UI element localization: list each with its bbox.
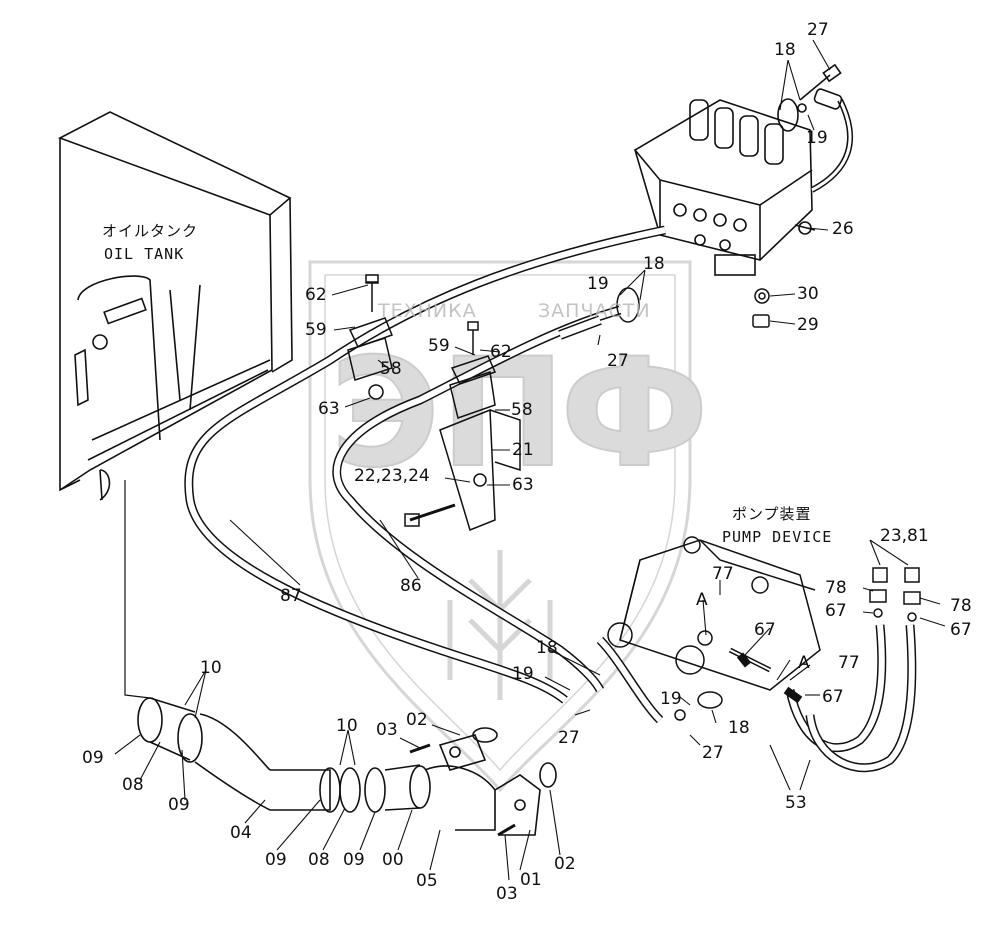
callout-59: 59 [305,320,327,340]
callout-58: 58 [511,400,533,420]
callout-77: 77 [838,653,860,673]
callout-59: 59 [428,336,450,356]
callout-78: 78 [825,578,847,598]
callout-58: 58 [380,359,402,379]
valve-fasteners [752,288,770,328]
callout-62: 62 [490,342,512,362]
callout-00: 00 [382,850,404,870]
callout-67: 67 [754,620,776,640]
leader-lines [114,39,946,881]
callout-67: 67 [950,620,972,640]
callout-10: 10 [336,716,358,736]
control-valve [634,63,854,276]
callout-53: 53 [785,793,807,813]
callout-01: 01 [520,870,542,890]
callout-03: 03 [496,884,518,904]
callout-27: 27 [807,20,829,40]
callout-18: 18 [536,638,558,658]
callout-18: 18 [728,718,750,738]
watermark-right-text: ЗАПЧАСТИ [538,300,651,322]
callout-19: 19 [512,664,534,684]
callout-21: 21 [512,440,534,460]
callout-09: 09 [343,850,365,870]
callout-19: 19 [806,128,828,148]
callout-18: 18 [643,254,665,274]
suction-pipe [124,480,557,837]
callout-77: 77 [712,564,734,584]
oil-tank [58,111,293,501]
callout-19: 19 [587,274,609,294]
callout-02: 02 [406,710,428,730]
bracket-assembly [347,274,521,532]
callout-09: 09 [265,850,287,870]
callout-09: 09 [82,748,104,768]
callout-10: 10 [200,658,222,678]
callout-02: 02 [554,854,576,874]
callout-05: 05 [416,871,438,891]
callout-08: 08 [122,775,144,795]
callout-A: A [798,653,810,673]
callout-29: 29 [797,315,819,335]
callout-27: 27 [607,351,629,371]
callout-27: 27 [702,743,724,763]
callout-87: 87 [280,586,302,606]
callout-18: 18 [774,40,796,60]
watermark-left-text: ТЕХНИКА [378,300,477,322]
pump-device-label-en: PUMP DEVICE [722,528,833,546]
callout-27: 27 [558,728,580,748]
oil-tank-label-en: OIL TANK [104,245,185,263]
callout-19: 19 [660,689,682,709]
callout-63: 63 [318,399,340,419]
callout-67: 67 [825,601,847,621]
pump-hoses [736,567,921,773]
callout-86: 86 [400,576,422,596]
callout-04: 04 [230,823,252,843]
callout-09: 09 [168,795,190,815]
callout-23-81: 23,81 [880,526,929,546]
oil-tank-label-jp: オイルタンク [102,222,199,240]
callout-67: 67 [822,687,844,707]
callout-08: 08 [308,850,330,870]
callout-A: A [696,590,708,610]
callout-26: 26 [832,219,854,239]
svg-text:Ф: Ф [560,327,709,501]
callout-78: 78 [950,596,972,616]
pump-device-label-jp: ポンプ装置 [732,505,812,523]
pump-device [607,536,821,721]
callout-22-23-24: 22,23,24 [354,466,430,486]
callout-30: 30 [797,284,819,304]
callout-62: 62 [305,285,327,305]
callout-63: 63 [512,475,534,495]
callout-03: 03 [376,720,398,740]
